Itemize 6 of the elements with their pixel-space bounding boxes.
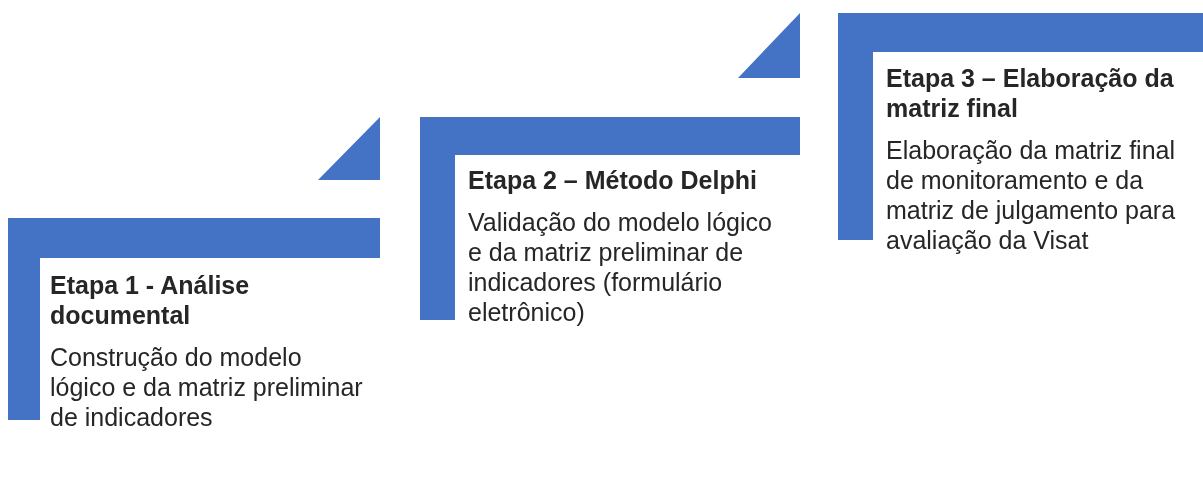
step-description: Elaboração da matriz final de monitoramento e da matriz de julgamento para avaliação da Visat [886, 135, 1177, 255]
step-description: Construção do modelo lógico e da matriz preliminar de indicadores [50, 342, 364, 432]
step-heading: Etapa 3 – Elaboração da matriz final [886, 63, 1175, 123]
step-description: Validação do modelo lógico e da matriz preliminar de indicadores (formulário eletrônico) [468, 207, 773, 327]
step-heading: Etapa 2 – Método Delphi [468, 165, 758, 195]
step-heading: Etapa 1 - Análise documental [50, 270, 251, 330]
